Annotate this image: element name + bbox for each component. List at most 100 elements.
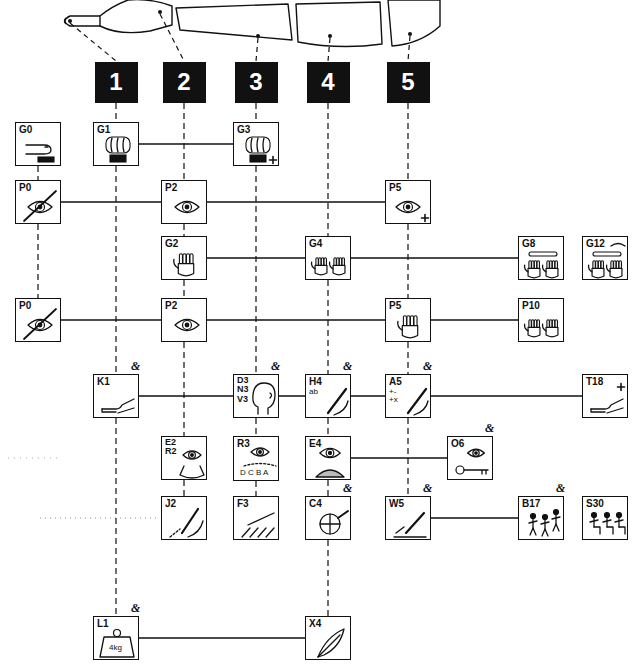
symbol-stroke bbox=[528, 268, 540, 277]
symbol-rect bbox=[246, 137, 270, 153]
task-symbol-box: E2 R2 bbox=[161, 436, 207, 480]
symbol-stroke bbox=[178, 264, 193, 276]
pictogram-group bbox=[320, 511, 348, 534]
pictogram-group bbox=[170, 509, 203, 537]
symbol-stroke bbox=[414, 401, 428, 415]
task-code: P10 bbox=[522, 300, 540, 311]
task-code: S30 bbox=[586, 498, 604, 509]
symbol-stroke bbox=[394, 536, 426, 537]
task-code: P2 bbox=[165, 182, 177, 193]
symbol-circle bbox=[114, 630, 121, 637]
symbol-stroke bbox=[606, 518, 607, 527]
task-symbol-box: P10 bbox=[518, 298, 564, 342]
symbol-stroke bbox=[603, 520, 611, 522]
connector-line bbox=[351, 457, 447, 459]
pictogram-group bbox=[394, 513, 426, 537]
task-symbol-box: P5 bbox=[385, 180, 431, 224]
symbol-stroke bbox=[528, 327, 540, 336]
task-code: L1 bbox=[97, 618, 109, 629]
task-code: A5 bbox=[389, 376, 402, 387]
symbol-stroke bbox=[315, 265, 327, 274]
symbol-stroke bbox=[334, 401, 348, 415]
column-number: 4 bbox=[308, 63, 349, 100]
symbol-stroke bbox=[312, 262, 316, 269]
leader-dot bbox=[328, 34, 332, 38]
task-code: P5 bbox=[389, 300, 401, 311]
pictogram-group bbox=[525, 252, 558, 278]
dashed-column-line bbox=[255, 418, 256, 436]
task-note: 4kg bbox=[109, 644, 122, 653]
connector-line bbox=[61, 201, 161, 203]
pictogram-group bbox=[529, 510, 560, 537]
symbol-stroke bbox=[174, 259, 179, 268]
task-code: E4 bbox=[309, 438, 321, 449]
pictogram-group bbox=[244, 448, 276, 466]
symbol-circle bbox=[404, 203, 413, 212]
symbol-stroke bbox=[24, 191, 56, 221]
task-symbol-box: H4ab bbox=[305, 374, 351, 418]
connector-line bbox=[139, 637, 305, 639]
symbol-stroke bbox=[320, 514, 340, 534]
symbol-rect bbox=[110, 155, 126, 162]
dashed-column-line bbox=[327, 418, 328, 436]
symbol-circle bbox=[185, 205, 189, 209]
task-symbol-box: R3D C B A bbox=[233, 436, 279, 481]
pictogram-group bbox=[253, 383, 275, 414]
column-number-box: 2 bbox=[163, 62, 206, 103]
task-code: J2 bbox=[165, 498, 176, 509]
task-symbol-box: A5+- +x bbox=[385, 374, 431, 418]
task-note: ab bbox=[309, 388, 318, 397]
symbol-stroke bbox=[590, 520, 598, 522]
symbol-stroke bbox=[100, 637, 134, 657]
symbol-stroke bbox=[175, 202, 199, 213]
symbol-stroke bbox=[468, 449, 485, 457]
symbol-stroke bbox=[532, 519, 533, 528]
symbol-stroke bbox=[544, 520, 545, 529]
fingernail bbox=[65, 18, 67, 24]
symbol-stroke bbox=[244, 464, 276, 467]
dotted-guide bbox=[40, 517, 156, 518]
pictogram-group bbox=[24, 309, 56, 339]
ampersand-mark: & bbox=[556, 482, 565, 495]
connector-line bbox=[431, 517, 518, 519]
task-symbol-box: X4 bbox=[305, 616, 351, 660]
task-code: P0 bbox=[19, 300, 31, 311]
task-code: K1 bbox=[97, 376, 110, 387]
symbol-stroke bbox=[611, 244, 625, 247]
task-symbol-box: T18 bbox=[582, 374, 628, 418]
dashed-column-line bbox=[183, 103, 184, 180]
symbol-stroke bbox=[615, 520, 623, 522]
task-symbol-box: W5 bbox=[385, 496, 431, 540]
connector-line bbox=[279, 395, 305, 397]
symbol-stroke bbox=[607, 265, 611, 272]
symbol-stroke bbox=[607, 408, 623, 413]
symbol-circle bbox=[320, 514, 340, 534]
symbol-stroke bbox=[591, 399, 623, 409]
symbol-circle bbox=[592, 513, 597, 518]
symbol-stroke bbox=[111, 138, 124, 152]
pictogram-group bbox=[24, 191, 56, 221]
ampersand-mark: & bbox=[271, 360, 280, 373]
pictogram-group bbox=[328, 389, 348, 415]
ampersand-mark: & bbox=[131, 360, 140, 373]
column-number: 1 bbox=[96, 63, 137, 100]
task-code: G3 bbox=[237, 124, 250, 135]
symbol-circle bbox=[406, 205, 410, 209]
ampersand-mark: & bbox=[343, 482, 352, 495]
symbol-circle bbox=[456, 466, 464, 474]
ampersand-mark: & bbox=[343, 360, 352, 373]
symbol-rect bbox=[593, 252, 621, 256]
symbol-stroke bbox=[102, 409, 116, 412]
dashed-column-line bbox=[407, 342, 408, 374]
dashed-column-line bbox=[183, 280, 184, 298]
symbol-stroke bbox=[251, 138, 264, 152]
ampersand-mark: & bbox=[423, 482, 432, 495]
symbol-stroke bbox=[619, 527, 625, 534]
symbol-stroke bbox=[398, 321, 403, 330]
symbol-stroke bbox=[396, 202, 420, 213]
task-code: P2 bbox=[165, 300, 177, 311]
task-note: D C B A bbox=[240, 469, 268, 478]
task-code: H4 bbox=[309, 376, 322, 387]
column-number: 2 bbox=[164, 63, 205, 100]
dashed-column-line bbox=[183, 224, 184, 236]
